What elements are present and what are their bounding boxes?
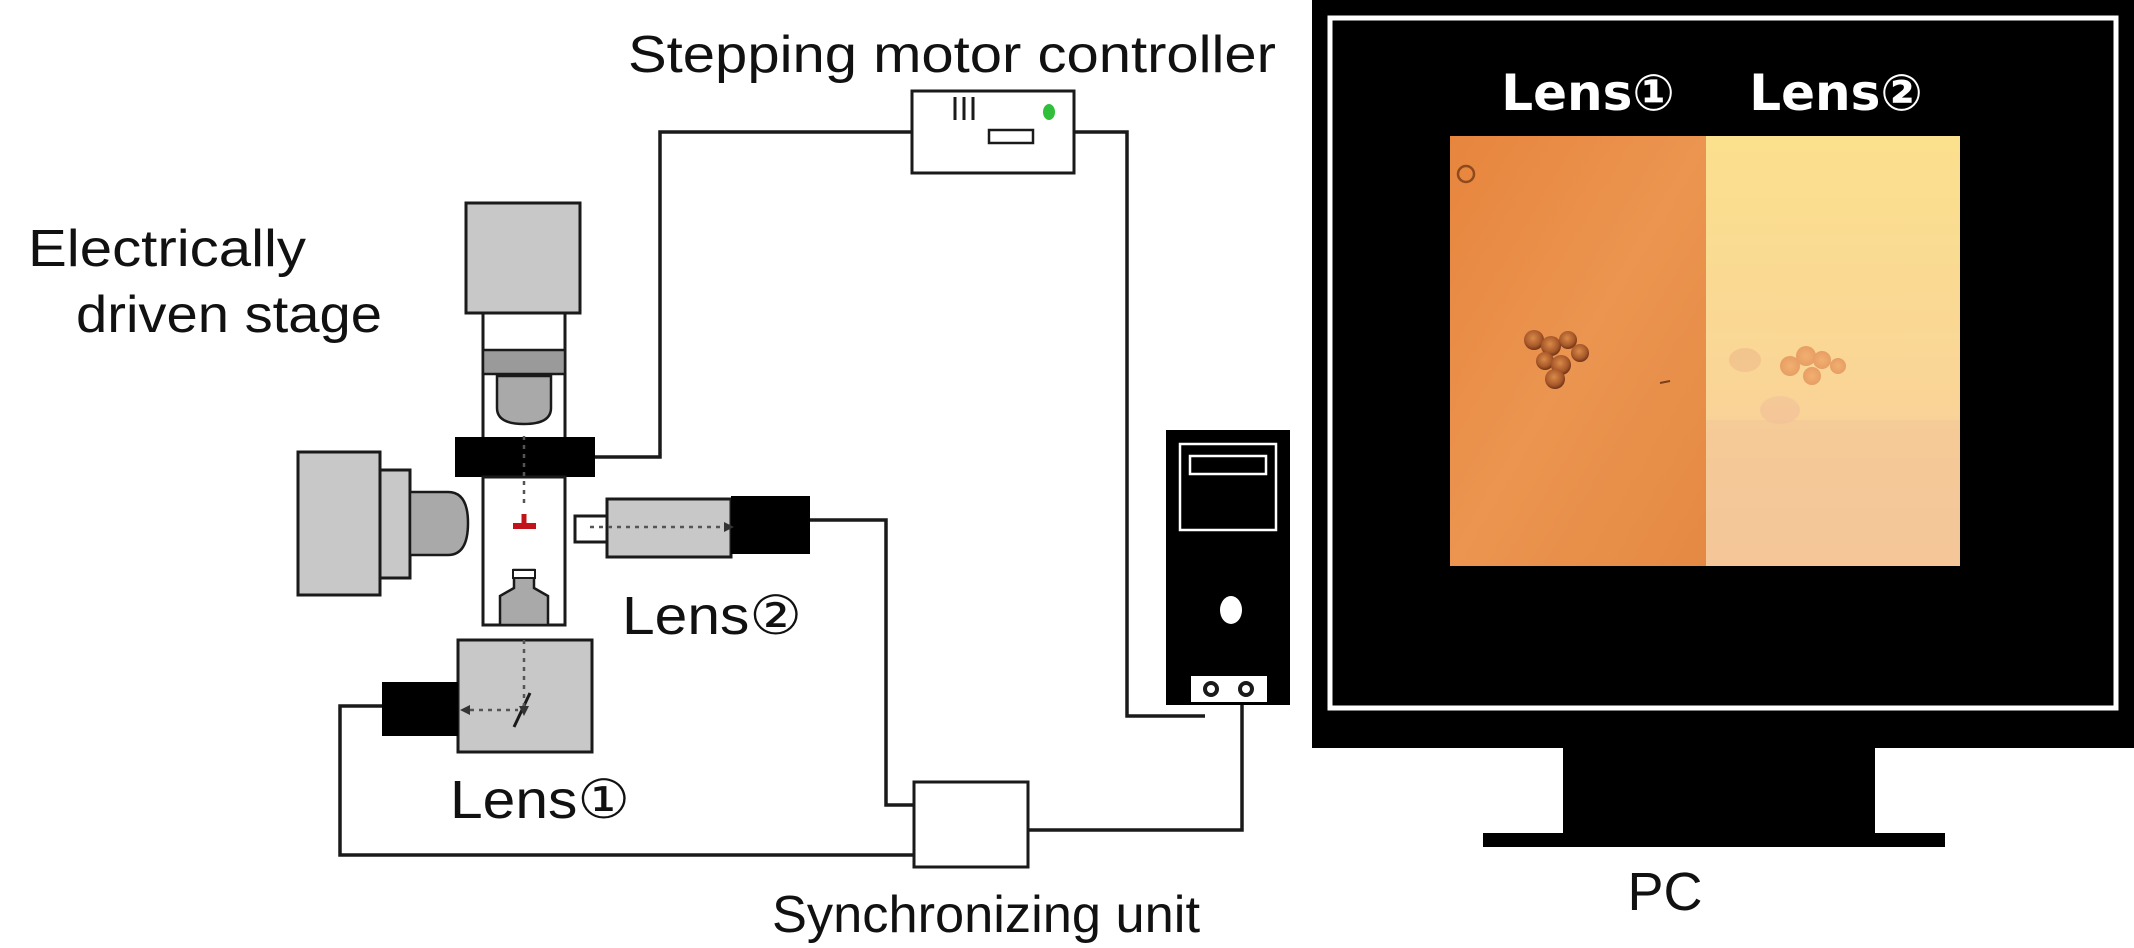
wire-sync-to-pc: [1028, 700, 1244, 832]
controller-led-indicator: [1043, 104, 1055, 120]
lens2-adapter: [573, 514, 609, 544]
label-lens2: Lens②: [622, 586, 802, 646]
connection-wires: [338, 130, 1244, 857]
wire-controller-to-pc: [1074, 130, 1205, 718]
electrically-driven-stage-assembly: [296, 201, 595, 754]
wire-lens1-camera-to-sync: [338, 704, 914, 857]
pc-port-panel: [1191, 676, 1267, 702]
pc-port-2-center: [1242, 685, 1250, 693]
lens1-camera: [382, 682, 458, 736]
pc-drive-slot: [1188, 454, 1268, 476]
lens2-captured-image: [1706, 136, 1960, 566]
lens1-debris: [1659, 380, 1671, 384]
label-pc: PC: [1627, 862, 1702, 922]
synchronizing-unit-box: [912, 780, 1030, 869]
label-lens1: Lens①: [450, 770, 630, 830]
lens1-cell: [1541, 336, 1561, 356]
pc-tower: [1166, 430, 1290, 705]
screen-lens2-label: Lens②: [1749, 64, 1922, 122]
stepping-motor-controller: [910, 89, 1076, 175]
lens2-blur: [1760, 396, 1800, 424]
screen-lens1-label: Lens①: [1501, 64, 1674, 122]
lower-objective-tip: [512, 569, 536, 579]
lens1-cell: [1571, 344, 1589, 362]
left-camera-lens: [408, 490, 470, 557]
label-electrically-driven-stage-line2: driven stage: [76, 286, 382, 344]
lens2-cell: [1813, 351, 1831, 369]
top-camera-body: [464, 201, 582, 315]
lens1-cell: [1559, 331, 1577, 349]
upper-lens-ring: [481, 348, 567, 376]
lens1-cell: [1524, 330, 1544, 350]
optical-path-arrow-down: [519, 706, 529, 716]
lens2-cell: [1780, 356, 1800, 376]
lens2-cell: [1830, 358, 1846, 374]
lens1-cell: [1536, 352, 1554, 370]
lens2-image-lower-haze: [1706, 420, 1960, 566]
pc-monitor: Lens① Lens②: [1312, 0, 2134, 847]
lens2-blur: [1729, 348, 1761, 372]
optical-path-arrow-right: [724, 522, 734, 532]
left-camera-mount: [378, 468, 412, 580]
lens1-captured-image: [1450, 136, 1706, 566]
pc-power-button: [1220, 596, 1242, 624]
lens1-stray-cell: [1456, 164, 1476, 184]
lens2-camera: [731, 496, 810, 554]
label-synchronizing-unit: Synchronizing unit: [772, 886, 1201, 944]
pc-tower-case: [1166, 430, 1290, 705]
label-electrically-driven-stage-line1: Electrically: [28, 220, 306, 278]
lens2-assembly: [573, 496, 810, 559]
lens1-cell: [1545, 369, 1565, 389]
upper-objective: [495, 374, 553, 426]
monitor-neck: [1563, 748, 1875, 836]
wire-stage-to-controller: [595, 130, 912, 459]
wire-lens2-camera-to-sync: [810, 518, 914, 807]
pc-drive-bay: [1178, 442, 1278, 532]
optical-path-arrow-left: [460, 705, 470, 715]
lens2-tube: [605, 497, 733, 559]
label-stepping-motor-controller: Stepping motor controller: [628, 26, 1276, 84]
left-camera-body: [296, 450, 382, 597]
monitor-base: [1483, 833, 1945, 847]
lens2-cell: [1803, 367, 1821, 385]
controller-slot: [987, 128, 1035, 145]
lens2-cell: [1796, 346, 1816, 366]
pc-port-1-center: [1207, 685, 1215, 693]
